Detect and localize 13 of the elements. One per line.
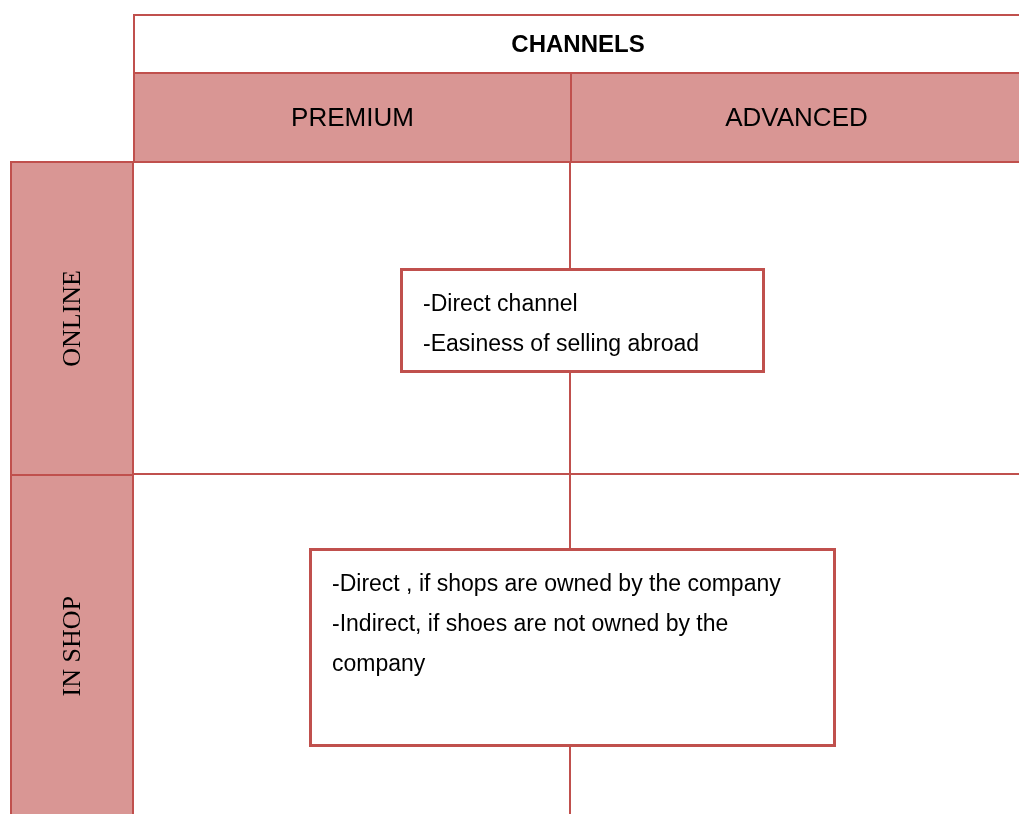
row-heading (10, 161, 134, 476)
text-box (309, 548, 836, 747)
row-heading-text: ONLINE (57, 270, 87, 367)
row-heading (10, 474, 134, 814)
row-heading-text: IN SHOP (57, 596, 87, 697)
text-box (400, 268, 765, 373)
table-heading: CHANNELS (133, 14, 1019, 74)
bullet-text: -Direct channel (423, 289, 579, 318)
column-heading: PREMIUM (133, 72, 572, 163)
bullet-text: -Direct , if shops are owned by the company (332, 569, 782, 598)
bullet-text: -Easiness of selling abroad (423, 329, 701, 358)
bullet-text: -Indirect, if shoes are not owned by the company (332, 609, 730, 678)
column-heading: ADVANCED (570, 72, 1019, 163)
